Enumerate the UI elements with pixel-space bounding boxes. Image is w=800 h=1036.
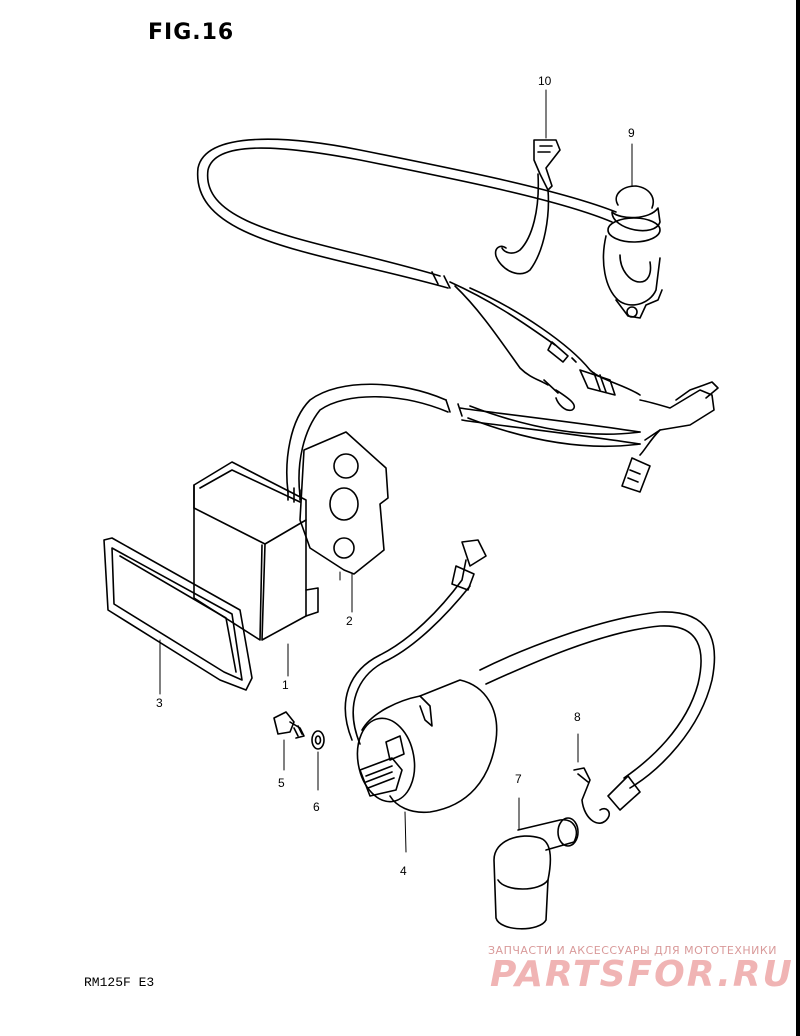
callout-9: 9	[628, 126, 635, 140]
page-border	[796, 0, 800, 1036]
bolt-part-5	[273, 711, 305, 771]
gasket-part-2	[299, 431, 389, 581]
watermark-logo: PARTSFOR.RU	[490, 954, 794, 995]
callout-4: 4	[400, 864, 407, 878]
washer-part-6	[311, 730, 325, 791]
callout-3: 3	[156, 696, 163, 710]
hose-clip-part-8	[573, 733, 611, 824]
cdi-unit-part-1	[193, 383, 641, 641]
watermark-tagline: ЗАПЧАСТИ И АКСЕССУАРЫ ДЛЯ МОТОТЕХНИКИ	[488, 944, 777, 957]
spark-plug-cap-part-7	[493, 797, 579, 930]
figure-title: FIG.16	[148, 20, 235, 45]
rubber-strap-part-3	[103, 537, 253, 691]
callout-2: 2	[346, 614, 353, 628]
model-code: RM125F E3	[84, 975, 155, 990]
callout-5: 5	[278, 776, 285, 790]
callout-10: 10	[538, 74, 552, 88]
wire-clamp-part-10	[494, 139, 561, 275]
callout-6: 6	[313, 800, 320, 814]
callout-1: 1	[282, 678, 289, 692]
callout-8: 8	[574, 710, 581, 724]
kill-switch-part-9	[602, 185, 663, 319]
callout-7: 7	[515, 772, 522, 786]
kill-switch-harness	[197, 138, 719, 493]
ignition-coil-part-4	[344, 539, 716, 853]
